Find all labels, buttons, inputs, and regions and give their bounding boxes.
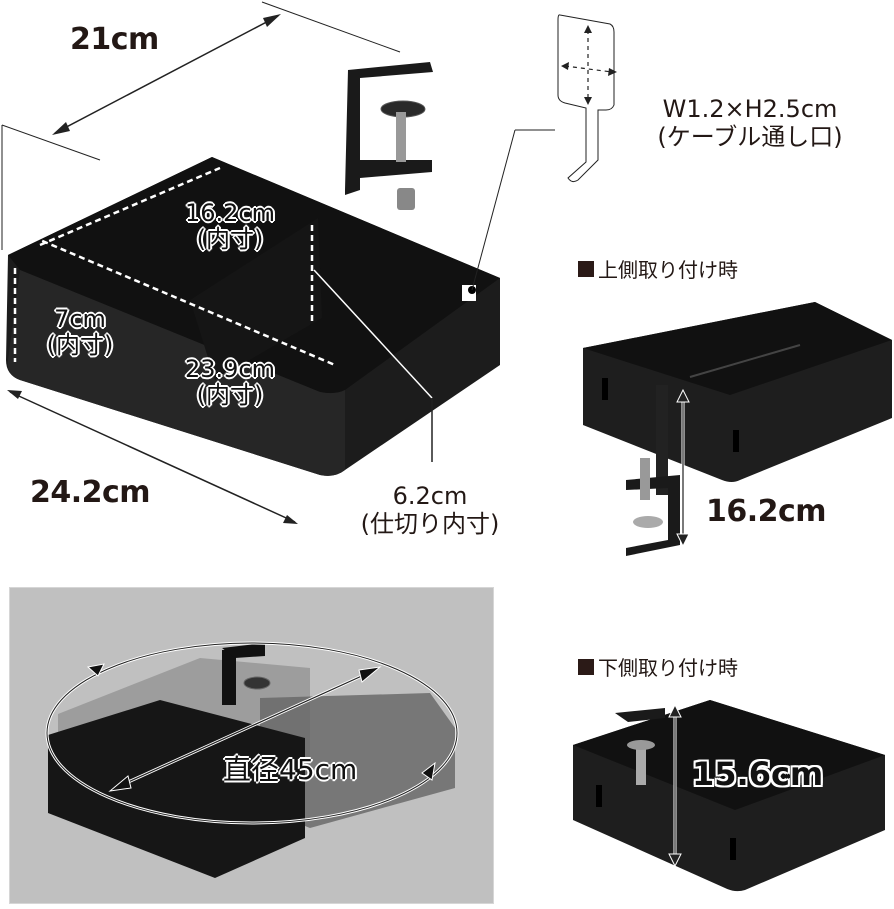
inner-width-value: 16.2cm: [184, 199, 275, 227]
partition-value: 6.2cm: [392, 482, 468, 510]
inner-height-label: 7cm (内寸): [30, 306, 130, 358]
inner-height-note: (内寸): [46, 331, 114, 359]
inner-width-label: 16.2cm (内寸): [175, 200, 285, 252]
top-mount-title-text: 上側取り付け時: [598, 258, 738, 282]
inner-height-value: 7cm: [54, 305, 106, 333]
bottom-mount-title: 下側取り付け時: [578, 652, 738, 681]
inner-length-note: (内寸): [196, 381, 264, 409]
inner-width-note: (内寸): [196, 225, 264, 253]
bottom-mount-title-text: 下側取り付け時: [598, 656, 738, 680]
cable-hole-note: (ケーブル通し口): [657, 123, 843, 151]
partition-note: (仕切り内寸): [360, 510, 500, 538]
outer-width-label: 21cm: [70, 22, 159, 57]
inner-length-label: 23.9cm (内寸): [165, 356, 295, 408]
top-mount-title: 上側取り付け時: [578, 254, 738, 283]
outer-length-label: 24.2cm: [30, 475, 151, 510]
square-bullet-icon: [578, 260, 594, 277]
rotation-panel: 直径45cm: [9, 587, 494, 904]
cable-hole-label: W1.2×H2.5cm (ケーブル通し口): [625, 95, 875, 151]
bottom-mount-height-label: 15.6cm: [692, 755, 824, 793]
top-mount-height-label: 16.2cm: [706, 494, 827, 529]
inner-length-value: 23.9cm: [184, 355, 275, 383]
rotation-illustration: [45, 641, 459, 878]
partition-label: 6.2cm (仕切り内寸): [340, 482, 520, 538]
cable-hole-size: W1.2×H2.5cm: [662, 95, 838, 123]
square-bullet-icon: [578, 658, 594, 675]
diameter-label: 直径45cm: [223, 753, 358, 786]
